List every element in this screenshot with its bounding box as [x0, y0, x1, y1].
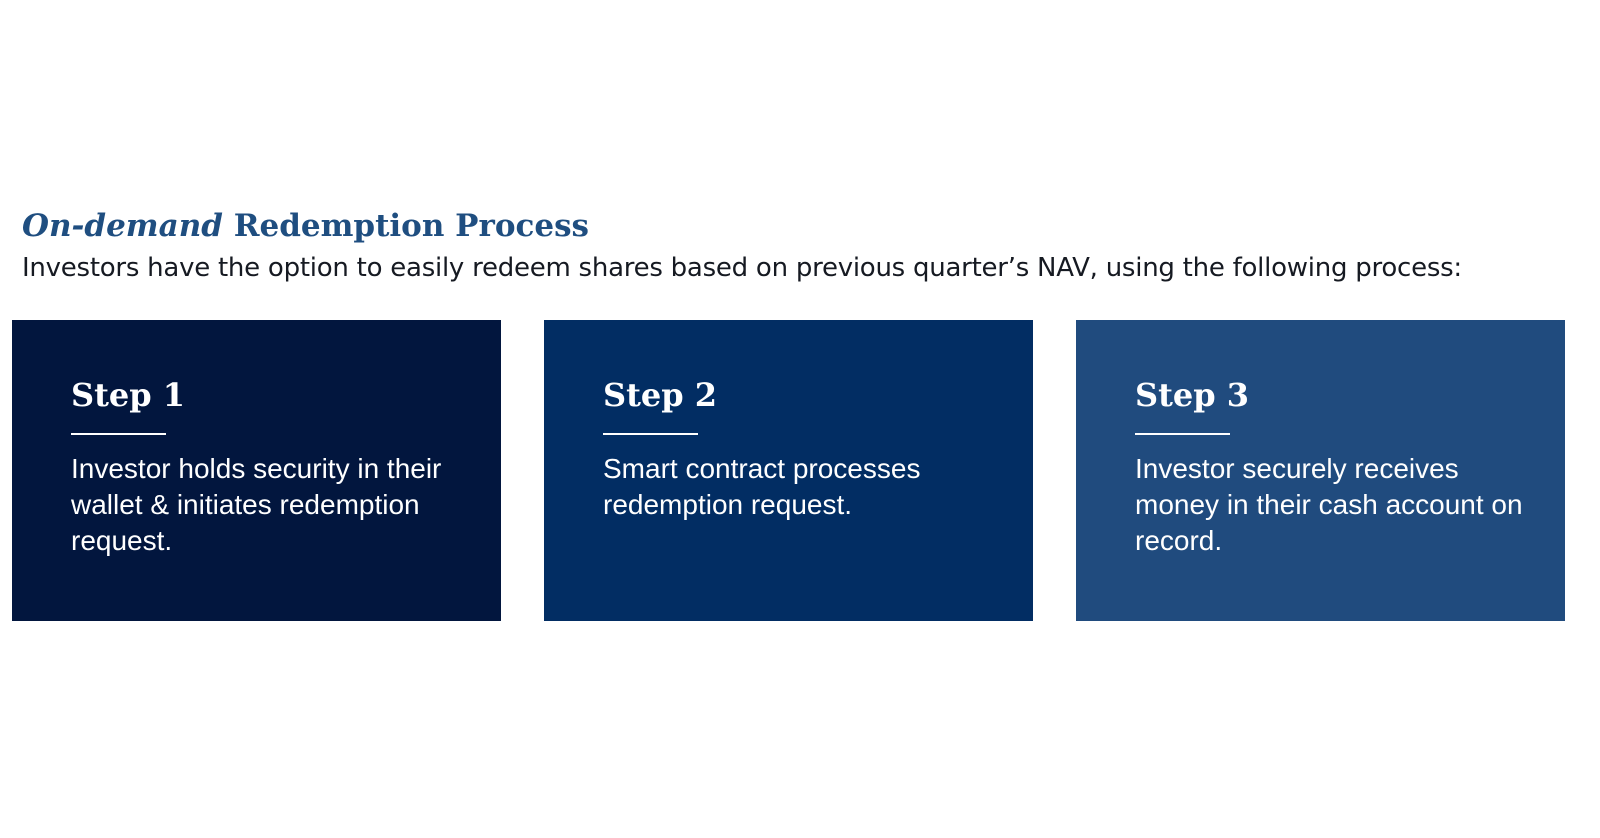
step-3-description: Investor securely receives money in thei…: [1135, 453, 1523, 556]
step-2-title: Step 2: [603, 376, 718, 414]
page-title: On-demand Redemption Process: [22, 206, 589, 246]
step-2-description: Smart contract processes redemption requ…: [603, 453, 921, 520]
step-3-title: Step 3: [1135, 376, 1250, 414]
page-subtitle: Investors have the option to easily rede…: [22, 253, 1462, 283]
title-rest: Redemption Process: [222, 208, 590, 244]
step-card-3: Step 3 Investor securely receives money …: [1076, 320, 1565, 621]
step-1-divider: [71, 433, 166, 435]
title-emphasis: On-demand: [22, 208, 223, 244]
step-1-description: Investor holds security in their wallet …: [71, 453, 442, 556]
step-card-2: Step 2 Smart contract processes redempti…: [544, 320, 1033, 621]
step-2-divider: [603, 433, 698, 435]
step-3-divider: [1135, 433, 1230, 435]
step-card-1: Step 1 Investor holds security in their …: [12, 320, 501, 621]
step-1-title: Step 1: [71, 376, 186, 414]
